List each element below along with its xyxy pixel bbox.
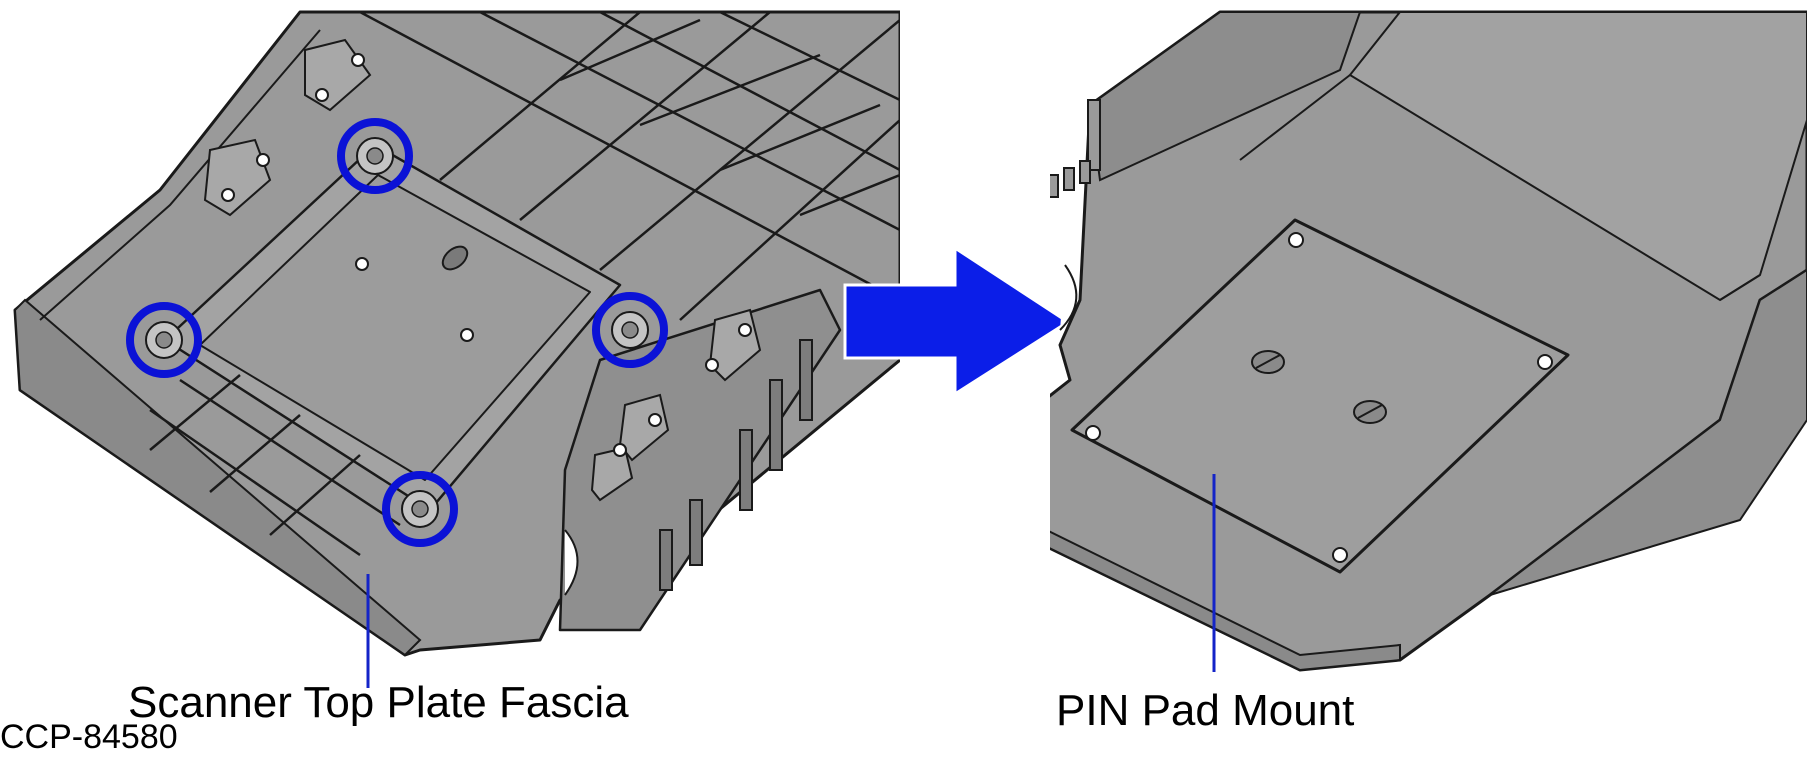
fascia-hole-2 xyxy=(460,328,474,342)
mount-corner-holes xyxy=(1085,232,1553,563)
fascia-ribs-upper xyxy=(359,10,900,321)
fascia-slot-hole xyxy=(441,245,469,271)
fascia-side-wall xyxy=(558,288,842,632)
mount-square-plate xyxy=(1070,218,1570,574)
highlighted-nut xyxy=(592,292,668,368)
highlighted-nut xyxy=(382,471,458,547)
fascia-wall-slots xyxy=(659,339,813,591)
mount-cutout xyxy=(1059,264,1078,331)
label-scanner-top-plate-fascia: Scanner Top Plate Fascia xyxy=(128,678,629,727)
highlighted-nut xyxy=(126,302,202,378)
pin-pad-mount-drawing xyxy=(1050,10,1807,672)
fascia-inner-rim xyxy=(39,29,321,321)
mount-right-face xyxy=(1489,268,1807,596)
fascia-hole-1 xyxy=(355,257,369,271)
fascia-cutout xyxy=(564,529,579,596)
fascia-ribs-lower xyxy=(149,374,401,557)
label-pin-pad-mount: PIN Pad Mount xyxy=(1056,686,1355,735)
scanner-top-plate-fascia-drawing xyxy=(13,10,900,657)
mount-tabs xyxy=(1050,99,1101,198)
mount-front-edge xyxy=(1050,530,1401,672)
fascia-square-inner xyxy=(199,174,591,481)
figure-id: CCP-84580 xyxy=(0,718,178,756)
direction-arrow xyxy=(843,245,1071,397)
fascia-front-lip xyxy=(13,298,422,657)
highlighted-nut xyxy=(337,118,413,194)
